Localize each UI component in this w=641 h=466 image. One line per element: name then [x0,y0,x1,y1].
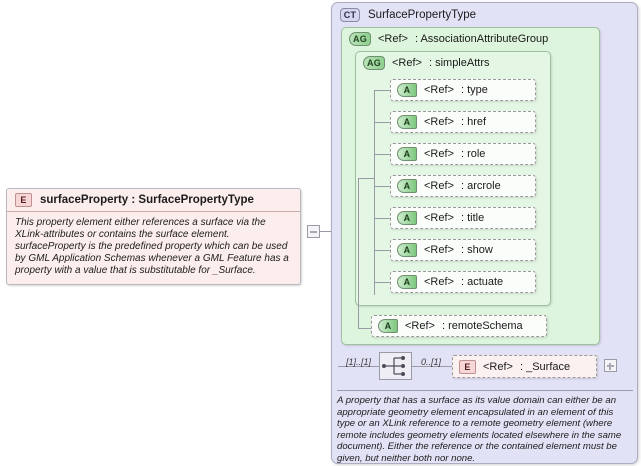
complex-type-icon: CT [340,8,360,22]
plus-icon [609,363,611,370]
element-header: E surfaceProperty : SurfacePropertyType [7,189,300,212]
surface-name: : _Surface [519,360,571,373]
element-documentation: This property element either references … [15,217,289,277]
connector-attr-2 [374,154,390,155]
minus-icon [310,231,317,233]
attribute-row[interactable]: A <Ref> : actuate [390,271,536,293]
attribute-row[interactable]: A <Ref> : role [390,143,536,165]
connector-sequence-right [412,366,452,367]
connector-attr-0 [374,90,390,91]
attribute-ref: <Ref> [424,116,454,128]
element-declaration-box[interactable]: E surfaceProperty : SurfacePropertyType … [6,188,301,286]
element-title: surfaceProperty : SurfacePropertyType [40,194,254,206]
attribute-name: : type [460,84,488,96]
connector-remote-horizontal [358,328,374,329]
cardinality-right: 0..[1] [421,357,442,367]
attribute-row[interactable]: A <Ref> : title [390,207,536,229]
connector-sequence-left [338,366,379,367]
attribute-icon: A [397,83,417,97]
attribute-row[interactable]: A <Ref> : type [390,79,536,101]
connector-attr-6 [374,282,390,283]
attribute-group-inner-header: AG <Ref> : simpleAttrs [356,52,550,70]
attribute-ref: <Ref> [424,84,454,96]
complex-type-header: CT SurfacePropertyType [332,3,637,22]
element-ref-surface[interactable]: E <Ref> : _Surface [452,355,597,378]
attribute-ref: <Ref> [424,148,454,160]
element-icon: E [459,359,476,374]
connector-inner-vertical [374,90,375,295]
attribute-row[interactable]: A <Ref> : arcrole [390,175,536,197]
attribute-name: : show [460,244,493,256]
connector-attr-4 [374,218,390,219]
complex-type-documentation: A property that has a surface as its val… [337,390,633,465]
attribute-name: : href [460,116,487,128]
attribute-icon: A [397,115,417,129]
attribute-ref: <Ref> [405,320,435,332]
connector-outer-horizontal [358,178,374,179]
attribute-ref: <Ref> [424,244,454,256]
connector-attr-1 [374,122,390,123]
attribute-group-outer-name: : AssociationAttributeGroup [414,33,549,45]
expand-toggle-button[interactable] [604,359,617,372]
connector-outer-vertical [358,178,359,328]
attribute-icon: A [378,319,398,333]
element-to-type-connector [320,231,331,232]
attribute-group-outer-header: AG <Ref> : AssociationAttributeGroup [342,28,599,46]
attribute-name: : title [460,212,485,224]
attribute-ref: <Ref> [424,180,454,192]
attribute-icon: A [397,243,417,257]
attribute-group-outer-ref: <Ref> [378,33,408,45]
attribute-icon: A [397,275,417,289]
surface-ref: <Ref> [483,360,513,373]
attribute-name: : arcrole [460,180,501,192]
attribute-name: : role [460,148,486,160]
attribute-group-inner-name: : simpleAttrs [428,57,490,69]
attribute-icon: A [397,179,417,193]
attribute-group-icon: AG [349,32,371,46]
sequence-icon[interactable] [379,352,412,380]
connector-attr-3 [374,186,390,187]
attribute-icon: A [397,211,417,225]
attribute-row-remoteschema[interactable]: A <Ref> : remoteSchema [371,315,547,337]
attribute-ref: <Ref> [424,212,454,224]
attribute-row[interactable]: A <Ref> : href [390,111,536,133]
attribute-ref: <Ref> [424,276,454,288]
attribute-group-icon: AG [363,56,385,70]
attribute-name: : actuate [460,276,504,288]
connector-attr-5 [374,250,390,251]
element-icon: E [15,193,32,207]
attribute-group-inner-ref: <Ref> [392,57,422,69]
complex-type-title: SurfacePropertyType [368,9,477,21]
cardinality-left: [1]..[1] [346,357,372,367]
attribute-row[interactable]: A <Ref> : show [390,239,536,261]
attribute-icon: A [397,147,417,161]
collapse-toggle-button[interactable] [307,225,320,238]
attribute-name: : remoteSchema [441,320,523,332]
